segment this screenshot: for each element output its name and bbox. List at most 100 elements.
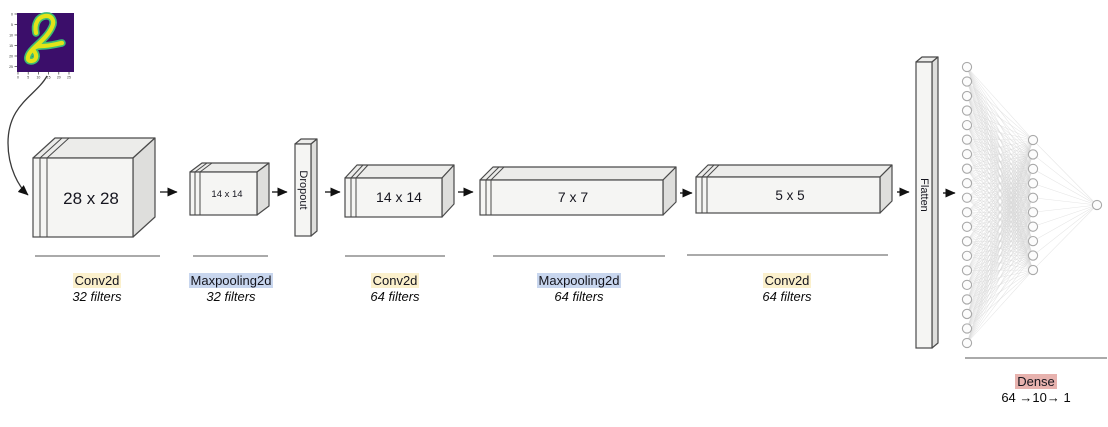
- dense-node: [1027, 178, 1039, 189]
- dense-edge: [966, 183, 1034, 344]
- dense-edge: [966, 110, 1034, 141]
- dense-edge: [966, 197, 1034, 344]
- y-tick-5: 5: [11, 23, 13, 27]
- caption-conv2-detail: 64 filters: [370, 289, 420, 304]
- dense-node: [961, 192, 973, 203]
- caption-dense-name: Dense: [1015, 374, 1057, 389]
- caption-conv3-name: Conv2d: [762, 273, 812, 288]
- conv2-size-label: 14 x 14: [376, 189, 422, 205]
- dense-node: [961, 250, 973, 261]
- dense-edge: [1032, 204, 1098, 256]
- dense-edge: [1032, 139, 1098, 206]
- dense-edge: [1032, 197, 1098, 206]
- dense-edge: [966, 139, 1034, 155]
- pool1-block: 14 x 14: [189, 162, 270, 216]
- caption-pool2-detail: 64 filters: [554, 289, 604, 304]
- dense-edge: [1032, 154, 1098, 206]
- dropout-label: Dropout: [297, 170, 309, 209]
- section-underlines: [35, 254, 1107, 359]
- dense-node: [961, 149, 973, 160]
- dense-edge: [966, 95, 1034, 141]
- y-tick-0: 0: [11, 12, 13, 16]
- conv2-block: 14 x 14: [344, 164, 455, 218]
- dense-node: [961, 178, 973, 189]
- caption-conv1: Conv2d 32 filters: [17, 273, 177, 305]
- x-tick-15: 15: [47, 76, 51, 80]
- dense-edge: [966, 154, 1034, 344]
- dense-node: [1027, 192, 1039, 203]
- dense-node: [961, 236, 973, 247]
- dropout-block: Dropout: [294, 138, 318, 237]
- y-tick-25: 25: [9, 65, 13, 69]
- dense-edge: [966, 269, 1034, 344]
- caption-conv1-detail: 32 filters: [72, 289, 122, 304]
- caption-pool1: Maxpooling2d 32 filters: [151, 273, 311, 305]
- x-tick-20: 20: [57, 76, 61, 80]
- caption-conv2: Conv2d 64 filters: [315, 273, 475, 305]
- caption-dense: Dense 64 →10→ 1: [956, 374, 1108, 406]
- dense-node: [961, 90, 973, 102]
- dense-edge: [966, 139, 1034, 169]
- dense-edge: [966, 139, 1034, 198]
- mnist-x-axis: 0 5 10 15 20 25: [17, 72, 71, 80]
- dense-node: [1027, 235, 1039, 247]
- x-tick-0: 0: [17, 76, 19, 80]
- dense-node: [1027, 250, 1039, 261]
- dense-node: [1027, 221, 1039, 232]
- conv1-block: 28 x 28: [32, 137, 156, 238]
- dense-node: [961, 134, 973, 145]
- pool2-block: 7 x 7: [479, 166, 677, 216]
- dense-node: [961, 207, 973, 218]
- mnist-input-image: 0 5 10 15 20 25 0 5 10 15 20 25: [9, 12, 74, 80]
- dense-node: [961, 323, 973, 334]
- dense-node: [961, 61, 973, 73]
- x-tick-5: 5: [27, 76, 29, 80]
- x-tick-25: 25: [67, 76, 71, 80]
- dense-edge: [966, 139, 1034, 344]
- dense-edge: [1032, 168, 1098, 206]
- dense-edge: [1032, 204, 1098, 271]
- caption-conv1-name: Conv2d: [72, 273, 122, 288]
- caption-pool2-name: Maxpooling2d: [536, 273, 622, 288]
- dense-node: [1027, 149, 1039, 160]
- dense-edge: [966, 139, 1034, 213]
- dense-node: [961, 265, 973, 276]
- dense-edge: [1032, 204, 1098, 242]
- dense-node: [961, 119, 973, 131]
- dense-edge: [966, 139, 1034, 242]
- y-tick-10: 10: [9, 33, 13, 37]
- dense-node: [961, 221, 973, 232]
- dense-edge: [966, 81, 1034, 141]
- conv1-size-label: 28 x 28: [63, 189, 119, 208]
- input-to-conv1-arrow: [7, 75, 48, 196]
- dense-node: [961, 163, 973, 174]
- dense-edge: [966, 139, 1034, 329]
- dense-node: [961, 308, 973, 320]
- flatten-label: Flatten: [918, 178, 930, 212]
- caption-pool2: Maxpooling2d 64 filters: [499, 273, 659, 305]
- dense-network: [961, 61, 1103, 349]
- caption-pool1-name: Maxpooling2d: [188, 273, 274, 288]
- dense-node: [1027, 207, 1039, 218]
- dense-edge: [966, 139, 1034, 315]
- caption-conv2-name: Conv2d: [370, 273, 420, 288]
- caption-conv3-detail: 64 filters: [762, 289, 812, 304]
- conv3-size-label: 5 x 5: [775, 188, 804, 203]
- dense-node: [1027, 163, 1039, 175]
- dense-edge: [966, 168, 1034, 344]
- dense-node: [961, 294, 973, 305]
- pool2-size-label: 7 x 7: [558, 189, 589, 205]
- dense-edge: [966, 226, 1034, 344]
- dense-edge: [966, 255, 1034, 344]
- dense-edge: [966, 139, 1034, 271]
- dense-edge: [1032, 204, 1098, 227]
- dense-node: [961, 279, 973, 291]
- dense-edge: [966, 139, 1034, 227]
- dense-edge: [966, 139, 1034, 256]
- dense-edge: [966, 240, 1034, 344]
- dense-edge: [1032, 183, 1098, 206]
- dense-edge: [966, 139, 1034, 300]
- dense-edge: [966, 124, 1034, 141]
- pool1-size-label: 14 x 14: [211, 189, 242, 200]
